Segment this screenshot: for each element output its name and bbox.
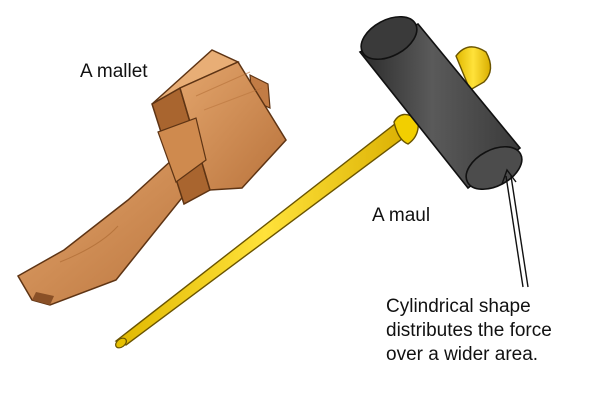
- callout-line: over a wider area.: [386, 344, 539, 365]
- mallet-head-front: [179, 61, 287, 191]
- mallet: [16, 49, 287, 306]
- callout-arrow: [501, 168, 529, 288]
- callout-line: Cylindrical shape: [386, 296, 531, 317]
- maul: [114, 15, 523, 349]
- maul-collar: [393, 113, 419, 145]
- maul-handle-top: [455, 46, 492, 92]
- callout-line: distributes the force: [386, 320, 552, 341]
- callout-text: Cylindrical shape distributes the force …: [386, 295, 552, 367]
- maul-head: [358, 15, 523, 191]
- mallet-label: A mallet: [80, 61, 148, 82]
- maul-label: A maul: [372, 205, 431, 226]
